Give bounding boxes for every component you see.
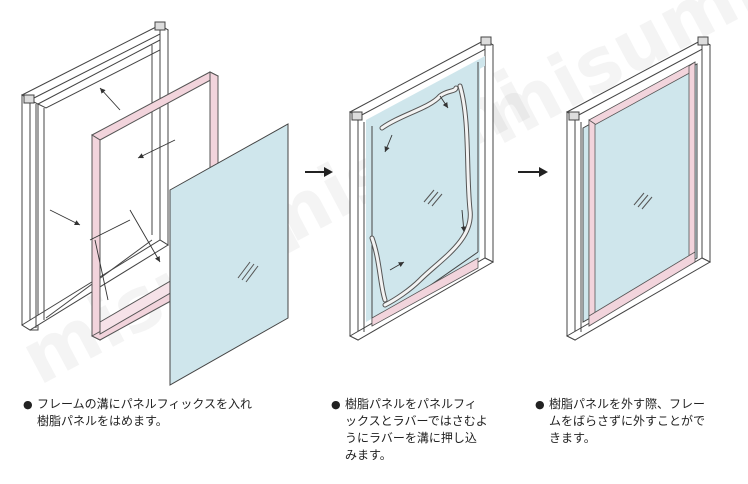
step-2-illustration bbox=[348, 36, 495, 341]
hatch-icon-3 bbox=[633, 192, 653, 210]
fix-bottom-2 bbox=[371, 257, 479, 327]
step-3-caption: ● 樹脂パネルを外す際、フレー ムをばらさずに外すことがで きます。 bbox=[535, 396, 744, 447]
step-2-caption: ● 樹脂パネルをパネルフィ ックスとラバーではさむよ うにラバーを溝に押し込 み… bbox=[331, 396, 515, 464]
step-1-caption: ● フレームの溝にパネルフィックスを入れ 樹脂パネルをはめます。 bbox=[23, 396, 297, 430]
bullet-icon: ● bbox=[23, 398, 33, 411]
caption-line: みます。 bbox=[345, 448, 392, 462]
caption-line: うにラバーを溝に押し込 bbox=[345, 431, 477, 445]
caption-line: フレームの溝にパネルフィックスを入れ bbox=[37, 397, 253, 411]
step-1-illustration bbox=[20, 21, 289, 386]
caption-line: 樹脂パネルをパネルフィ bbox=[345, 397, 477, 411]
resin-panel-1 bbox=[169, 123, 289, 386]
caption-line: ックスとラバーではさむよ bbox=[345, 414, 488, 428]
caption-line: 樹脂パネルをはめます。 bbox=[37, 414, 168, 428]
hatch-icon-2 bbox=[423, 189, 443, 207]
caption-line: 樹脂パネルを外す際、フレー bbox=[549, 397, 706, 411]
hatch-icon-1 bbox=[237, 261, 259, 283]
bullet-icon: ● bbox=[331, 398, 341, 411]
frame-3 bbox=[565, 36, 712, 341]
step-arrow-1 bbox=[305, 167, 333, 177]
step-2-leaders bbox=[384, 95, 467, 271]
step-3-illustration bbox=[565, 36, 712, 341]
bullet-icon: ● bbox=[535, 398, 545, 411]
caption-line: ムをばらさずに外すことがで bbox=[549, 414, 706, 428]
step-1-leaders bbox=[49, 87, 176, 301]
panel-fix-3 bbox=[588, 61, 696, 327]
caption-line: きます。 bbox=[549, 431, 596, 445]
step-arrow-2 bbox=[518, 167, 548, 177]
